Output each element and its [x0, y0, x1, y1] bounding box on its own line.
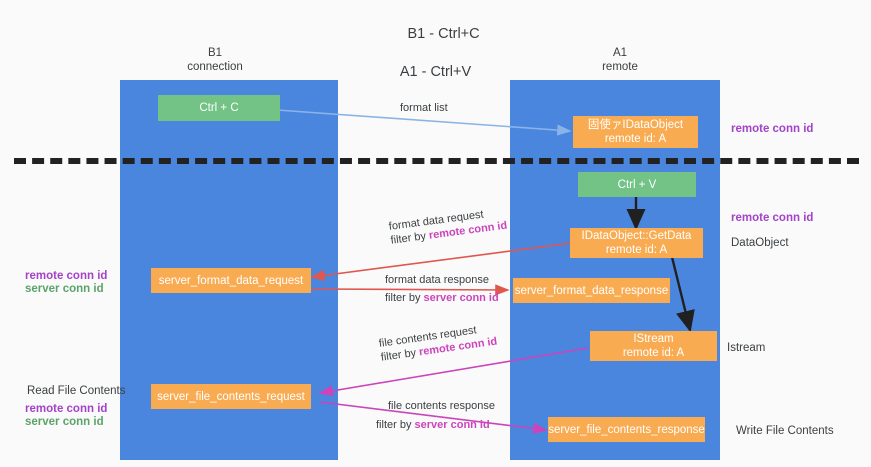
arrow-format-list: [276, 109, 572, 136]
node-idataobject-remote[interactable]: 固使ァIDataObject remote id: A: [573, 116, 698, 148]
edge-label-fdres-prefix: filter by: [385, 292, 424, 304]
edge-label-fdres-emphasis: server conn id: [423, 292, 499, 304]
column-header-a1-name: A1: [612, 47, 628, 59]
arrow-file-contents-response: [319, 401, 548, 434]
annotation-left-server-conn-id-mid: server conn id: [25, 283, 104, 295]
diagram-title: B1 - Ctrl+C A1 - Ctrl+V: [0, 6, 871, 120]
node-server-format-data-response-label: server_format_data_response: [514, 284, 669, 297]
annotation-write-file-contents: Write File Contents: [736, 425, 834, 437]
arrow-format-data-request: [310, 242, 573, 281]
node-server-format-data-response[interactable]: server_format_data_response: [513, 278, 670, 303]
annotation-istream: Istream: [727, 342, 766, 354]
node-idataobject-remote-line1: 固使ァIDataObject: [587, 119, 684, 131]
node-istream-line2: remote id: A: [622, 347, 685, 359]
node-server-format-data-request[interactable]: server_format_data_request: [151, 268, 311, 293]
diagram-title-line1: B1 - Ctrl+C: [407, 26, 480, 42]
annotation-left-remote-conn-id-bottom: remote conn id: [25, 403, 108, 415]
node-idataobject-remote-line2: remote id: A: [604, 133, 667, 145]
edge-label-format-data-response-line1: format data response: [385, 274, 489, 286]
diagram-title-line2: A1 - Ctrl+V: [399, 64, 472, 80]
edge-label-file-contents-response: file contents response filter by server …: [376, 399, 496, 432]
node-istream[interactable]: IStream remote id: A: [590, 331, 717, 361]
node-server-file-contents-request[interactable]: server_file_contents_request: [151, 384, 311, 409]
column-header-b1: B1 connection: [160, 46, 270, 74]
column-header-a1-role: remote: [602, 61, 638, 73]
arrow-file-contents-request: [318, 347, 589, 397]
edge-label-format-list: format list: [400, 101, 448, 115]
annotation-remote-conn-id-mid: remote conn id: [731, 212, 814, 224]
annotation-left-server-conn-id-bottom: server conn id: [25, 416, 104, 428]
node-istream-line1: IStream: [633, 333, 674, 345]
node-ctrl-c[interactable]: Ctrl + C: [158, 95, 280, 121]
edge-label-format-data-response-line2: filter by server conn id: [385, 291, 499, 305]
node-idataobject-getdata-line1: IDataObject::GetData: [581, 230, 692, 242]
node-server-file-contents-request-label: server_file_contents_request: [157, 390, 305, 403]
node-server-file-contents-response-label: server_file_contents_response: [548, 423, 705, 436]
edge-label-fcres-emphasis: server conn id: [414, 419, 490, 431]
node-server-file-contents-response[interactable]: server_file_contents_response: [548, 417, 705, 442]
edge-label-format-list-text: format list: [400, 102, 448, 114]
edge-label-format-data-response: format data response filter by server co…: [385, 273, 499, 305]
edge-label-file-contents-response-line1: file contents response: [388, 400, 496, 412]
node-idataobject-getdata-line2: remote id: A: [605, 244, 668, 256]
node-ctrl-v[interactable]: Ctrl + V: [578, 172, 696, 197]
annotation-read-file-contents: Read File Contents: [27, 385, 126, 397]
annotation-data-object: DataObject: [731, 237, 789, 249]
node-server-format-data-request-label: server_format_data_request: [158, 274, 304, 287]
annotation-remote-conn-id-top: remote conn id: [731, 123, 814, 135]
annotation-left-remote-conn-id-mid: remote conn id: [25, 270, 108, 282]
node-idataobject-getdata[interactable]: IDataObject::GetData remote id: A: [570, 228, 703, 258]
arrow-getdata-to-istream: [670, 256, 695, 333]
edge-label-fcres-prefix: filter by: [376, 419, 415, 431]
node-ctrl-v-label: Ctrl + V: [617, 178, 657, 191]
arrow-format-data-response: [311, 284, 510, 296]
column-header-a1: A1 remote: [565, 46, 675, 74]
column-header-b1-role: connection: [187, 61, 243, 73]
section-divider: [14, 158, 859, 164]
node-ctrl-c-label: Ctrl + C: [199, 102, 239, 114]
edge-label-file-contents-response-line2: filter by server conn id: [376, 418, 495, 432]
column-header-b1-name: B1: [207, 47, 223, 59]
